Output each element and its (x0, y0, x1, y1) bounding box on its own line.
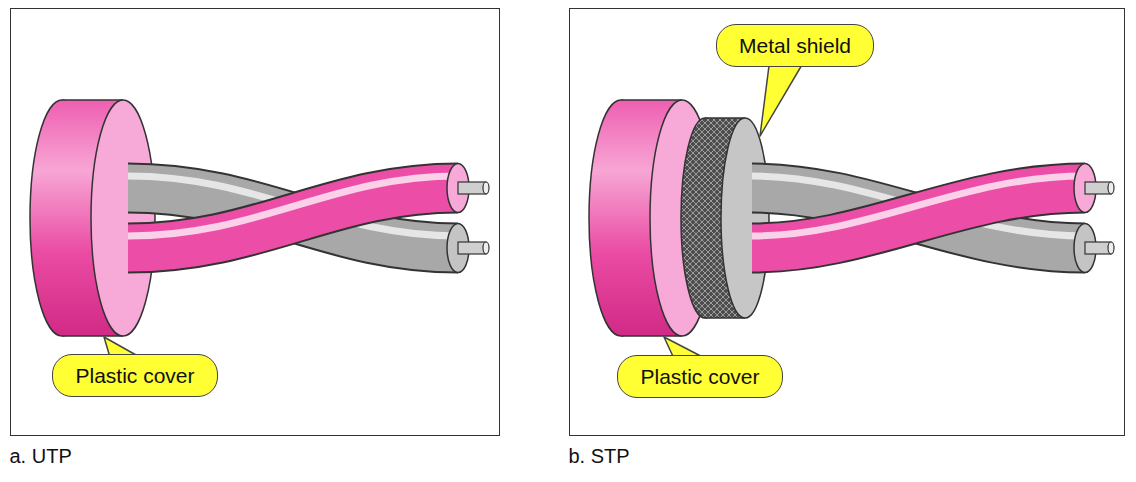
pink-wire (752, 164, 1114, 249)
pink-wire (128, 188, 458, 248)
pink-wire (752, 188, 1085, 248)
gray-wire (458, 242, 486, 254)
gray-wire (752, 188, 1085, 248)
gray-wire (1085, 242, 1111, 254)
gray-wire (483, 242, 489, 254)
gray-wire (128, 188, 458, 248)
pink-wire (128, 188, 458, 248)
gray-wire (752, 176, 1114, 273)
plastic-cover (91, 100, 155, 336)
metal-shield (705, 117, 745, 119)
plastic-cover (621, 335, 682, 337)
pink-wire (128, 176, 458, 236)
plastic-cover (621, 99, 682, 101)
figure-panel: Plastic covera. UTP (10, 8, 500, 436)
callout-bubble: Plastic cover (617, 355, 782, 398)
pink-wire (752, 188, 1085, 248)
plastic-cover (62, 99, 123, 101)
panel-caption: b. STP (569, 444, 630, 468)
pink-wire (128, 164, 489, 249)
pink-wire (458, 182, 486, 194)
metal-shield (721, 118, 769, 318)
callout-text: Metal shield (739, 33, 851, 58)
plastic-cover (62, 335, 123, 337)
pink-wire (1108, 182, 1114, 194)
metal-shield (681, 118, 769, 318)
callout-bubble: Metal shield (716, 24, 874, 67)
gray-wire (1108, 242, 1114, 254)
pink-wire (752, 176, 1085, 236)
metal-shield (705, 317, 745, 319)
callout-tail (760, 58, 806, 136)
plastic-cover (30, 100, 155, 336)
pink-wire (483, 182, 489, 194)
callout-text: Plastic cover (640, 364, 759, 389)
gray-wire (752, 188, 1085, 248)
gray-wire (128, 188, 458, 248)
panel-caption: a. UTP (10, 444, 72, 468)
gray-wire (128, 176, 489, 273)
pink-wire (1085, 182, 1111, 194)
figure-panel: Metal shieldPlastic coverb. STP (569, 8, 1125, 436)
callout-bubble: Plastic cover (52, 354, 217, 397)
callout-text: Plastic cover (75, 363, 194, 388)
